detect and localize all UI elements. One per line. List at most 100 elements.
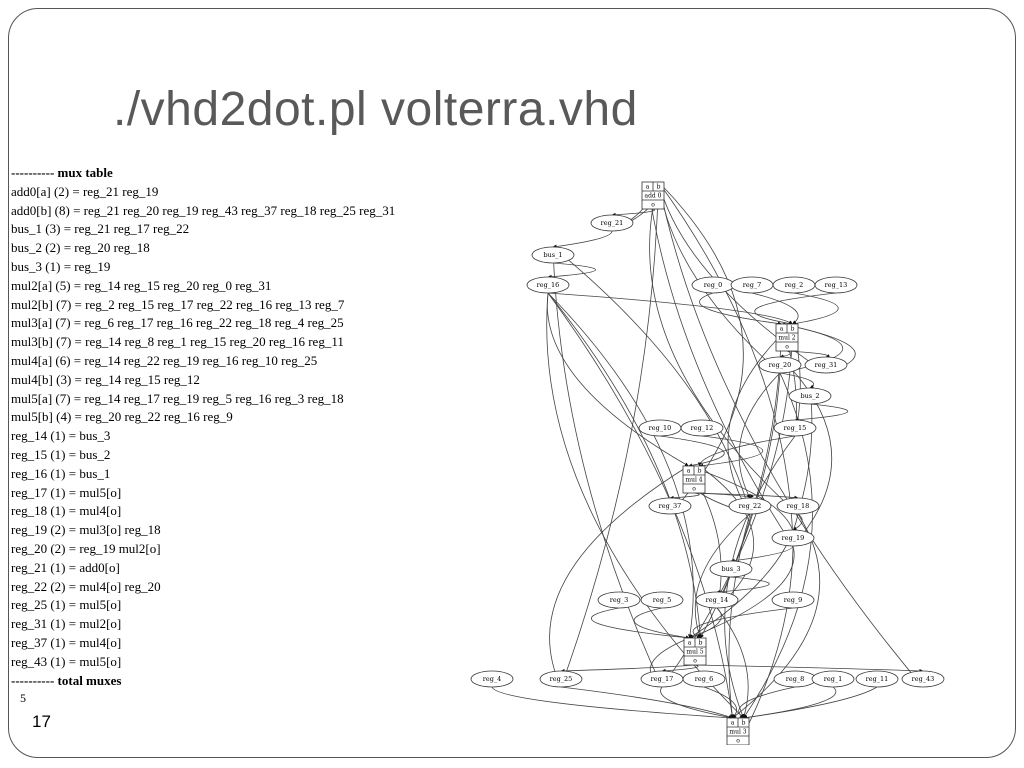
operator-port-b: b (699, 640, 703, 647)
graph-edge (743, 686, 878, 720)
register-label: reg_3 (610, 596, 629, 604)
graph-edge (797, 387, 813, 515)
reg-13-node: reg_13 (814, 276, 858, 294)
register-label: reg_21 (601, 219, 624, 227)
register-label: reg_8 (786, 675, 805, 683)
register-label: reg_10 (649, 424, 672, 432)
reg-1-node: reg_1 (811, 670, 855, 688)
graph-edge (699, 292, 782, 326)
reg-14-node: reg_14 (695, 591, 739, 609)
mux-table-line: reg_16 (1) = bus_1 (11, 465, 111, 481)
graph-edge (560, 664, 696, 673)
mux-table-line: reg_15 (1) = bus_2 (11, 446, 111, 462)
mux-table-line: mul3[b] (7) = reg_14 reg_8 reg_1 reg_15 … (11, 334, 344, 350)
reg-18-node: reg_18 (776, 497, 820, 515)
graph-edge (658, 181, 744, 515)
mux-table-line: bus_3 (1) = reg_19 (11, 258, 111, 274)
reg-10-node: reg_10 (638, 419, 682, 437)
mux-table-header: ---------- mux table (11, 165, 113, 180)
mux-table-line: reg_21 (1) = add0[o] (11, 559, 120, 575)
reg-15-node: reg_15 (773, 419, 817, 437)
graph-edge (659, 435, 725, 468)
mux-table-line: add0[a] (2) = reg_21 reg_19 (11, 183, 159, 199)
graph-edge (779, 372, 815, 389)
register-label: reg_17 (651, 675, 674, 683)
graph-edge (694, 664, 924, 673)
register-label: reg_7 (743, 281, 762, 289)
operator-name: mul 4 (685, 477, 702, 484)
operator-port-o: o (651, 202, 655, 209)
graph-edge (692, 607, 794, 639)
graph-edge (732, 513, 821, 719)
graph-edge (728, 513, 751, 719)
graph-edge (794, 403, 848, 422)
operator-port-b: b (657, 184, 661, 191)
operator-port-o: o (692, 486, 696, 493)
mux-table-line: reg_19 (2) = mul3[o] reg_18 (11, 522, 161, 538)
register-label: reg_25 (550, 675, 573, 683)
operator-name: add 0 (645, 193, 662, 200)
operator-port-o: o (736, 738, 740, 745)
graph-edge (716, 607, 749, 719)
graph-edge (547, 292, 793, 325)
reg-21-node: reg_21 (590, 214, 634, 232)
slide-frame (8, 8, 1016, 758)
register-label: reg_13 (825, 281, 848, 289)
reg-7-node: reg_7 (730, 276, 774, 294)
graph-edge (547, 292, 694, 639)
graph-edge (551, 246, 663, 688)
graph-edge (779, 356, 833, 547)
mux-table-line: reg_18 (1) = mul4[o] (11, 503, 122, 519)
graph-edge (633, 607, 690, 640)
graph-edge (660, 686, 733, 720)
reg-17-node: reg_17 (640, 670, 684, 688)
slide-title: ./vhd2dot.pl volterra.vhd (113, 83, 638, 136)
graph-edge (669, 492, 700, 500)
register-label: reg_19 (782, 534, 805, 542)
operator-port-o: o (785, 344, 789, 351)
graph-edge (560, 686, 733, 719)
operator-port-a: a (780, 326, 784, 333)
register-label: reg_5 (653, 596, 672, 604)
register-label: bus_1 (543, 251, 562, 259)
register-label: reg_31 (815, 361, 838, 369)
reg-43-node: reg_43 (901, 670, 945, 688)
reg-20-node: reg_20 (758, 356, 802, 374)
graph-edge (730, 545, 794, 563)
register-label: reg_22 (739, 502, 762, 510)
reg-3-node: reg_3 (597, 591, 641, 609)
register-label: bus_3 (721, 565, 740, 573)
mux-table-footer: ---------- total muxes (11, 672, 122, 688)
register-label: reg_2 (785, 281, 804, 289)
mux-table: ---------- mux table add0[a] (2) = reg_2… (11, 164, 451, 690)
mux-table-line: reg_22 (2) = mul4[o] reg_20 (11, 578, 161, 594)
bus-3-node: bus_3 (709, 560, 753, 578)
mux-table-line: bus_2 (2) = reg_20 reg_18 (11, 240, 150, 256)
graph-edge (552, 230, 613, 249)
mux-table-line: reg_14 (1) = bus_3 (11, 428, 111, 444)
reg-8-node: reg_8 (773, 670, 817, 688)
graph-edge (590, 607, 690, 640)
register-label: reg_20 (769, 361, 792, 369)
graph-edge (738, 372, 781, 499)
graph-edge (699, 435, 764, 468)
operator-port-a: a (646, 184, 650, 191)
reg-19-node: reg_19 (771, 529, 815, 547)
mux-table-line: mul5[a] (7) = reg_14 reg_17 reg_19 reg_5… (11, 390, 344, 406)
reg-0-node: reg_0 (691, 276, 735, 294)
graph-edge (694, 513, 751, 639)
register-label: reg_16 (537, 281, 560, 289)
register-label: reg_12 (691, 424, 714, 432)
mux-table-line: mul3[a] (7) = reg_6 reg_17 reg_16 reg_22… (11, 315, 344, 331)
reg-2-node: reg_2 (772, 276, 816, 294)
graph-edge (737, 529, 796, 745)
graph-edge (727, 323, 793, 515)
register-label: reg_14 (706, 596, 729, 604)
mux-table-line: mul4[b] (3) = reg_14 reg_15 reg_12 (11, 371, 200, 387)
operator-port-a: a (731, 720, 735, 727)
